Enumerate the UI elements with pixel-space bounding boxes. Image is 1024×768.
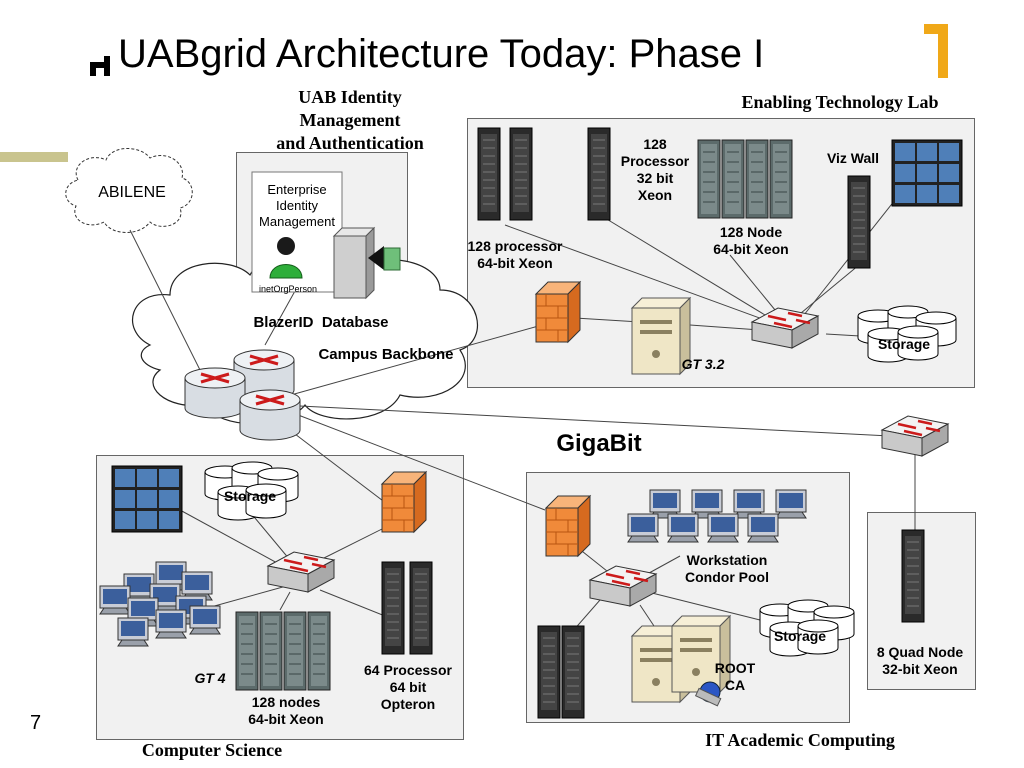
cs-opteron-rack-icon [381,561,433,655]
cs-switch-icon [266,550,336,594]
viz-wall-label: Viz Wall [826,150,880,166]
node-128-label: 128 Node 64-bit Xeon [713,224,789,257]
root-ca-label: ROOT CA [714,660,756,693]
identity-heading: UAB Identity Management and Authenticati… [276,87,424,153]
abilene-label: ABILENE [98,184,166,201]
blazerid-database-label: BlazerID Database [253,314,389,331]
itac-switch-icon [588,564,658,608]
itac-workstations-icon [627,489,807,543]
cs-firewall-icon [381,471,427,533]
cs-nodes-label: 128 nodes 64-bit Xeon [248,694,324,727]
xeon-128-rack-icon-1 [477,127,501,221]
itac-workstations-label: Workstation Condor Pool [685,552,769,585]
accent-bar [0,152,68,162]
node-128-rack-icon-2 [721,139,745,219]
etl-storage-label: Storage [877,336,931,352]
etl-heading: Enabling Technology Lab [741,92,939,112]
etl-storage-icon [857,305,957,363]
enterprise-identity-label: Enterprise Identity Management [259,182,335,229]
itac-storage-label: Storage [773,628,827,644]
campus-backbone-label: Campus Backbone [318,346,454,363]
key-icon [694,681,722,707]
gt32-label: GT 3.2 [681,356,725,372]
database-server-icon [332,226,401,300]
quad-node-rack-icon [901,529,925,623]
slide-title: UABgrid Architecture Today: Phase I [118,32,765,76]
itac-rack-icon [537,625,585,719]
itac-firewall-icon [545,495,591,557]
title-bullet-icon [90,56,110,76]
corner-bracket-icon [924,24,948,78]
itac-heading: IT Academic Computing [705,730,895,750]
xeon-32bit-rack-icon [587,127,611,221]
cs-storage-label: Storage [223,488,277,504]
cs-viz-wall-icon [111,465,183,533]
xeon-32bit-label: 128 Processor 32 bit Xeon [620,136,690,203]
backbone-router-icon-2 [183,366,247,420]
gigabit-label: GigaBit [556,430,642,457]
node-128-rack-icon-4 [769,139,793,219]
node-128-rack-icon-1 [697,139,721,219]
viz-wall-rack-icon [847,175,871,269]
etl-viz-wall-icon [891,139,963,207]
cs-heading: Computer Science [141,740,283,760]
cs-opteron-label: 64 Processor 64 bit Opteron [364,662,452,712]
etl-switch-icon [750,306,820,350]
quad-node-label: 8 Quad Node 32-bit Xeon [876,644,964,677]
inetorgperson-icon [269,237,303,279]
cs-workstations-icon [99,561,221,647]
xeon-128-label: 128 processor 64-bit Xeon [467,238,563,271]
slide-number: 7 [30,712,42,734]
gigabit-switch-icon [880,414,950,458]
xeon-128-rack-icon-2 [509,127,533,221]
etl-firewall-icon [535,281,581,343]
cs-nodes-rack-icon [235,611,331,691]
gt4-label: GT 4 [194,670,226,686]
inetorgperson-label: inetOrgPerson [258,284,318,294]
backbone-router-icon-3 [238,388,302,442]
node-128-rack-icon-3 [745,139,769,219]
abilene-cloud [65,148,193,233]
